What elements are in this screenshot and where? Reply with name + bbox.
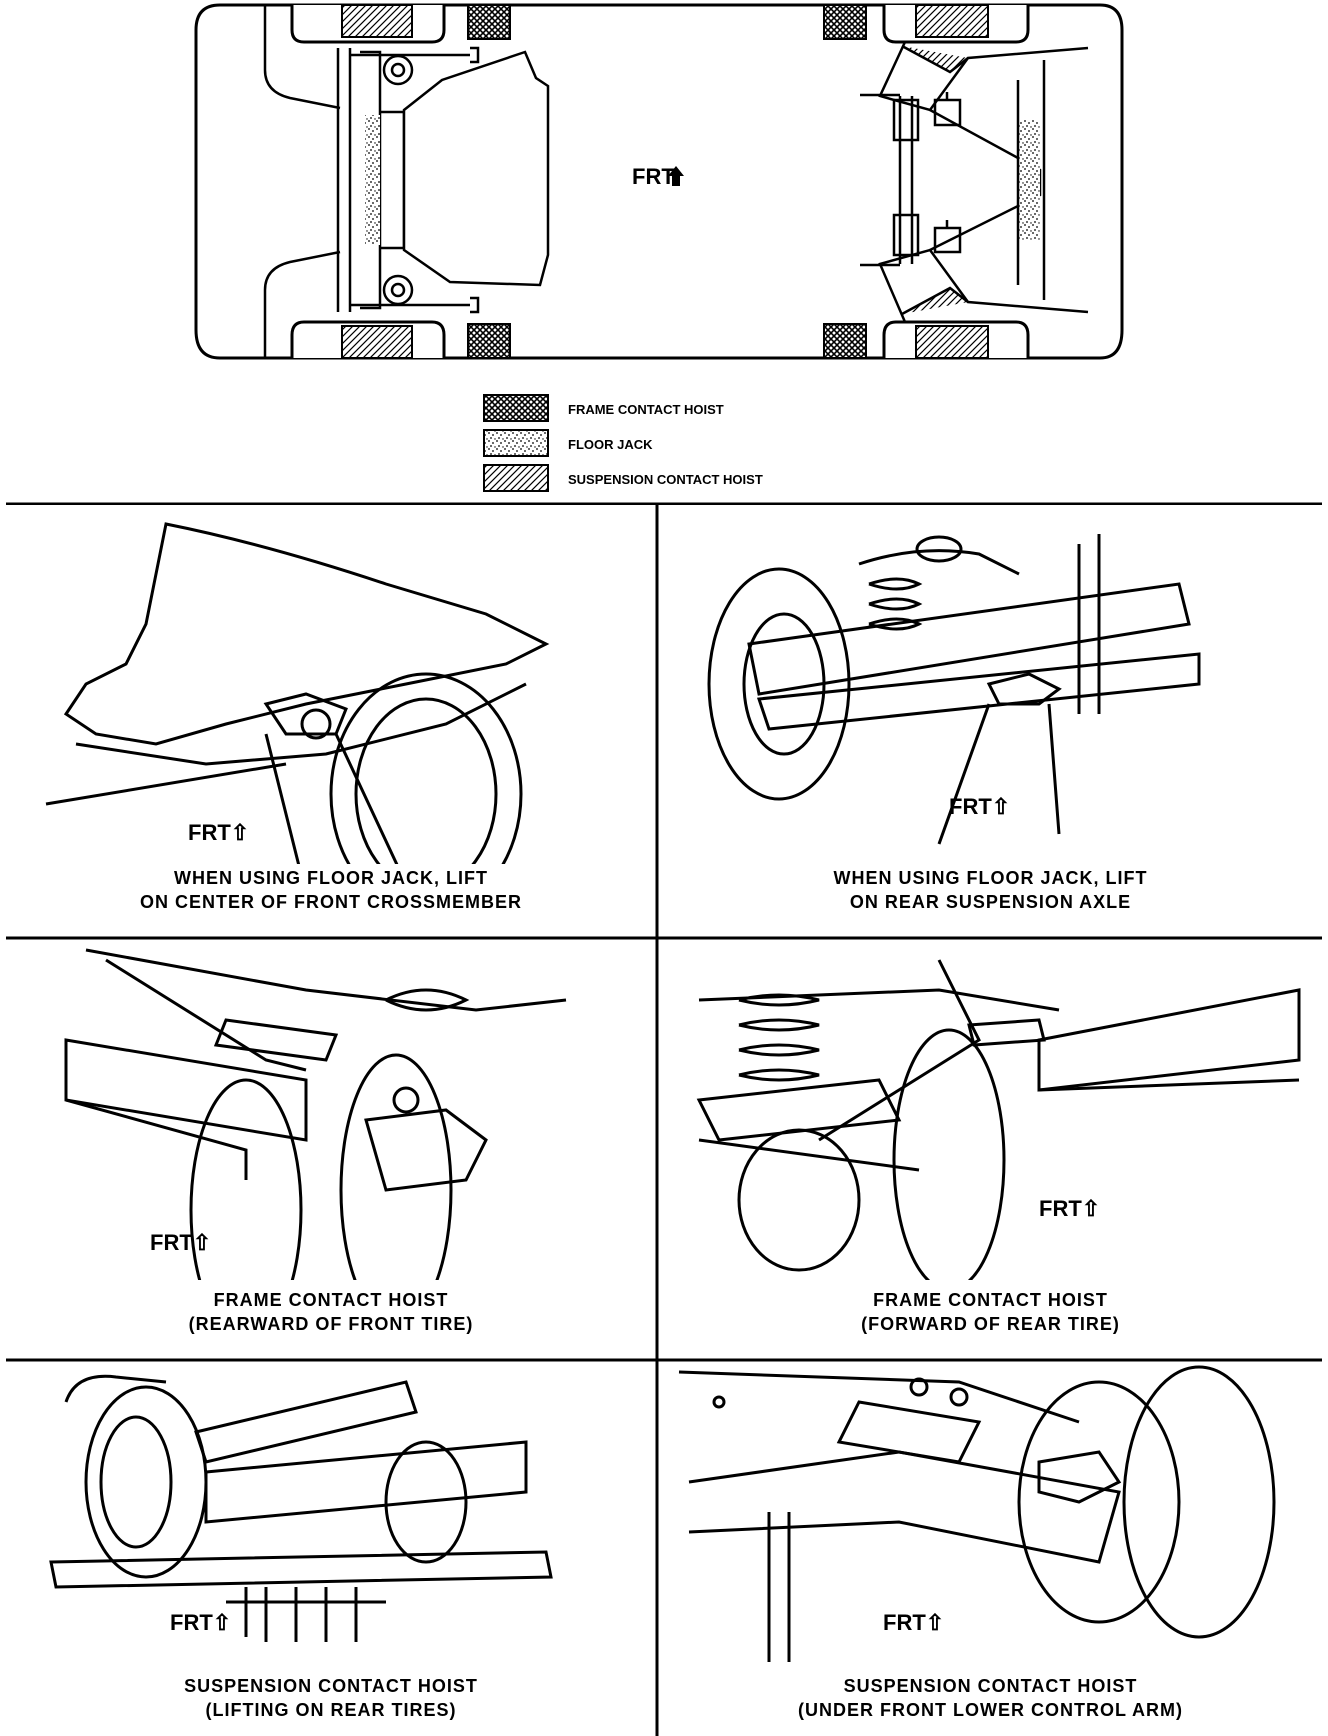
panel-caption: WHEN USING FLOOR JACK, LIFT ON CENTER OF…	[6, 866, 656, 914]
overview-drawing: FRT FRAME CONTACT HOIST FLOOR JACK SUSPE…	[6, 3, 1322, 505]
panel-suspension-hoist-control-arm: FRT⇧ SUSPENSION CONTACT HOIST (UNDER FRO…	[659, 1362, 1322, 1736]
illustration-suspension-hoist-control-arm	[678, 1365, 1276, 1662]
frt-label: FRT⇧	[1039, 1196, 1101, 1221]
panel-suspension-hoist-rear-tires: FRT⇧ SUSPENSION CONTACT HOIST (LIFTING O…	[6, 1362, 656, 1736]
illustration-suspension-hoist-rear	[49, 1374, 553, 1642]
rear-suspension	[860, 41, 1089, 323]
caption-line-1: FRAME CONTACT HOIST	[873, 1290, 1108, 1310]
caption-line-1: FRAME CONTACT HOIST	[213, 1290, 449, 1310]
caption-line-2: ON CENTER OF FRONT CROSSMEMBER	[139, 892, 522, 912]
caption-line-1: WHEN USING FLOOR JACK, LIFT	[174, 868, 488, 888]
frt-label: FRT⇧	[150, 1230, 212, 1255]
legend-label-floor-jack: FLOOR JACK	[568, 437, 653, 452]
frame-pad-front-left	[467, 4, 511, 40]
frt-arrow-icon: ⇧	[212, 1610, 232, 1635]
illustration-front-crossmember	[45, 522, 550, 864]
frt-arrow-icon: ⇧	[991, 794, 1011, 819]
frt-label: FRT⇧	[170, 1610, 232, 1635]
panel-caption: FRAME CONTACT HOIST (FORWARD OF REAR TIR…	[659, 1288, 1322, 1336]
frame-pad-rear-left	[823, 4, 867, 40]
front-subframe	[263, 5, 480, 358]
panel-caption: WHEN USING FLOOR JACK, LIFT ON REAR SUSP…	[659, 866, 1322, 914]
caption-line-2: (REARWARD OF FRONT TIRE)	[188, 1314, 474, 1334]
vehicle-underside-overview: FRT FRAME CONTACT HOIST FLOOR JACK SUSPE…	[0, 0, 1328, 505]
legend-label-frame-contact: FRAME CONTACT HOIST	[568, 402, 724, 417]
legend-swatch-frame-contact	[483, 394, 549, 422]
panel-frame-hoist-rear: FRT⇧ FRAME CONTACT HOIST (FORWARD OF REA…	[659, 940, 1322, 1359]
panel-caption: SUSPENSION CONTACT HOIST (UNDER FRONT LO…	[659, 1674, 1322, 1722]
legend-swatch-suspension-contact	[483, 464, 549, 492]
frt-label: FRT⇧	[188, 820, 250, 845]
panel-floor-jack-front-crossmember: FRT⇧ WHEN USING FLOOR JACK, LIFT ON CENT…	[6, 504, 656, 937]
caption-line-1: SUSPENSION CONTACT HOIST	[843, 1676, 1138, 1696]
panel-frame-hoist-front: FRT⇧ FRAME CONTACT HOIST (REARWARD OF FR…	[6, 940, 656, 1359]
legend: FRAME CONTACT HOIST FLOOR JACK SUSPENSIO…	[483, 394, 763, 492]
frt-label: FRT	[632, 164, 675, 189]
wheel-rear-left	[882, 4, 1030, 44]
caption-line-2: ON REAR SUSPENSION AXLE	[849, 892, 1132, 912]
frt-label: FRT⇧	[949, 794, 1011, 819]
legend-swatch-floor-jack	[483, 429, 549, 457]
fuel-tank-pan	[402, 50, 550, 287]
illustration-frame-hoist-rear	[696, 959, 1301, 1280]
frt-label: FRT⇧	[883, 1610, 945, 1635]
frame-pad-front-right	[467, 323, 511, 359]
caption-line-2: (FORWARD OF REAR TIRE)	[861, 1314, 1120, 1334]
frt-arrow-icon: ⇧	[925, 1610, 945, 1635]
legend-label-suspension-contact: SUSPENSION CONTACT HOIST	[568, 472, 763, 487]
caption-line-2: (LIFTING ON REAR TIRES)	[205, 1700, 457, 1720]
frt-arrow-icon: ⇧	[230, 820, 250, 845]
panel-caption: FRAME CONTACT HOIST (REARWARD OF FRONT T…	[6, 1288, 656, 1336]
caption-line-2: (UNDER FRONT LOWER CONTROL ARM)	[798, 1700, 1183, 1720]
caption-line-1: SUSPENSION CONTACT HOIST	[184, 1676, 478, 1696]
panel-floor-jack-rear-axle: FRT⇧ WHEN USING FLOOR JACK, LIFT ON REAR…	[659, 504, 1322, 937]
lift-point-panels: FRT⇧ WHEN USING FLOOR JACK, LIFT ON CENT…	[6, 504, 1322, 1736]
frt-arrow-icon	[668, 166, 684, 186]
wheel-front-right	[290, 320, 446, 359]
illustration-frame-hoist-front	[64, 948, 567, 1280]
frame-pad-rear-right	[823, 323, 867, 359]
frt-arrow-icon: ⇧	[1081, 1196, 1101, 1221]
wheel-rear-right	[882, 320, 1030, 359]
wheel-front-left	[290, 4, 446, 44]
caption-line-1: WHEN USING FLOOR JACK, LIFT	[833, 868, 1148, 888]
frt-arrow-icon: ⇧	[192, 1230, 212, 1255]
panel-grid-lines	[6, 504, 1322, 1736]
illustration-rear-axle	[707, 534, 1201, 845]
panel-caption: SUSPENSION CONTACT HOIST (LIFTING ON REA…	[6, 1674, 656, 1722]
